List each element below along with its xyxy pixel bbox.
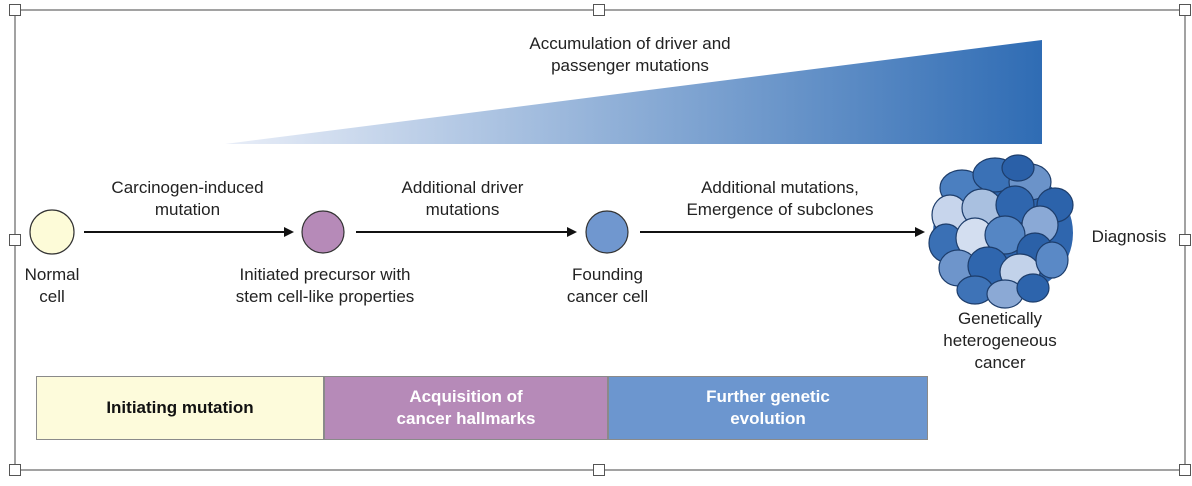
normal-cell-caption: Normal cell <box>24 265 80 306</box>
resize-handle-bottom-right[interactable] <box>1179 464 1191 476</box>
resize-handle-top-left[interactable] <box>9 4 21 16</box>
precursor-caption: Initiated precursor with stem cell-like … <box>235 265 415 306</box>
resize-handle-bottom[interactable] <box>593 464 605 476</box>
initiated-precursor-cell <box>301 210 345 254</box>
phase-initiating-mutation: Initiating mutation <box>36 376 324 440</box>
accumulation-label: Accumulation of driver and passenger mut… <box>529 34 731 75</box>
tumor-cell <box>1035 241 1069 279</box>
resize-handle-bottom-left[interactable] <box>9 464 21 476</box>
founding-cell-caption: Founding cancer cell <box>566 265 649 306</box>
tumor-cell <box>1016 273 1050 303</box>
phase-cancer-hallmarks: Acquisition of cancer hallmarks <box>324 376 608 440</box>
tumor-caption: Genetically heterogeneous cancer <box>943 309 1057 372</box>
tumor-cell <box>1001 154 1035 182</box>
resize-handle-top[interactable] <box>593 4 605 16</box>
arrow-label-driver: Additional driver mutations <box>401 178 524 219</box>
arrow-label-carcinogen: Carcinogen-induced mutation <box>111 178 264 219</box>
diagnosis-label: Diagnosis <box>1091 227 1167 246</box>
mutation-accumulation-wedge <box>225 40 1042 144</box>
resize-handle-right[interactable] <box>1179 234 1191 246</box>
phase-genetic-evolution: Further genetic evolution <box>608 376 928 440</box>
arrow-label-subclones: Additional mutations, Emergence of subcl… <box>686 178 874 219</box>
resize-handle-top-right[interactable] <box>1179 4 1191 16</box>
normal-cell <box>29 209 75 255</box>
founding-cancer-cell <box>585 210 629 254</box>
heterogeneous-tumor <box>928 154 1074 309</box>
tumor-cell <box>984 215 1026 255</box>
resize-handle-left[interactable] <box>9 234 21 246</box>
